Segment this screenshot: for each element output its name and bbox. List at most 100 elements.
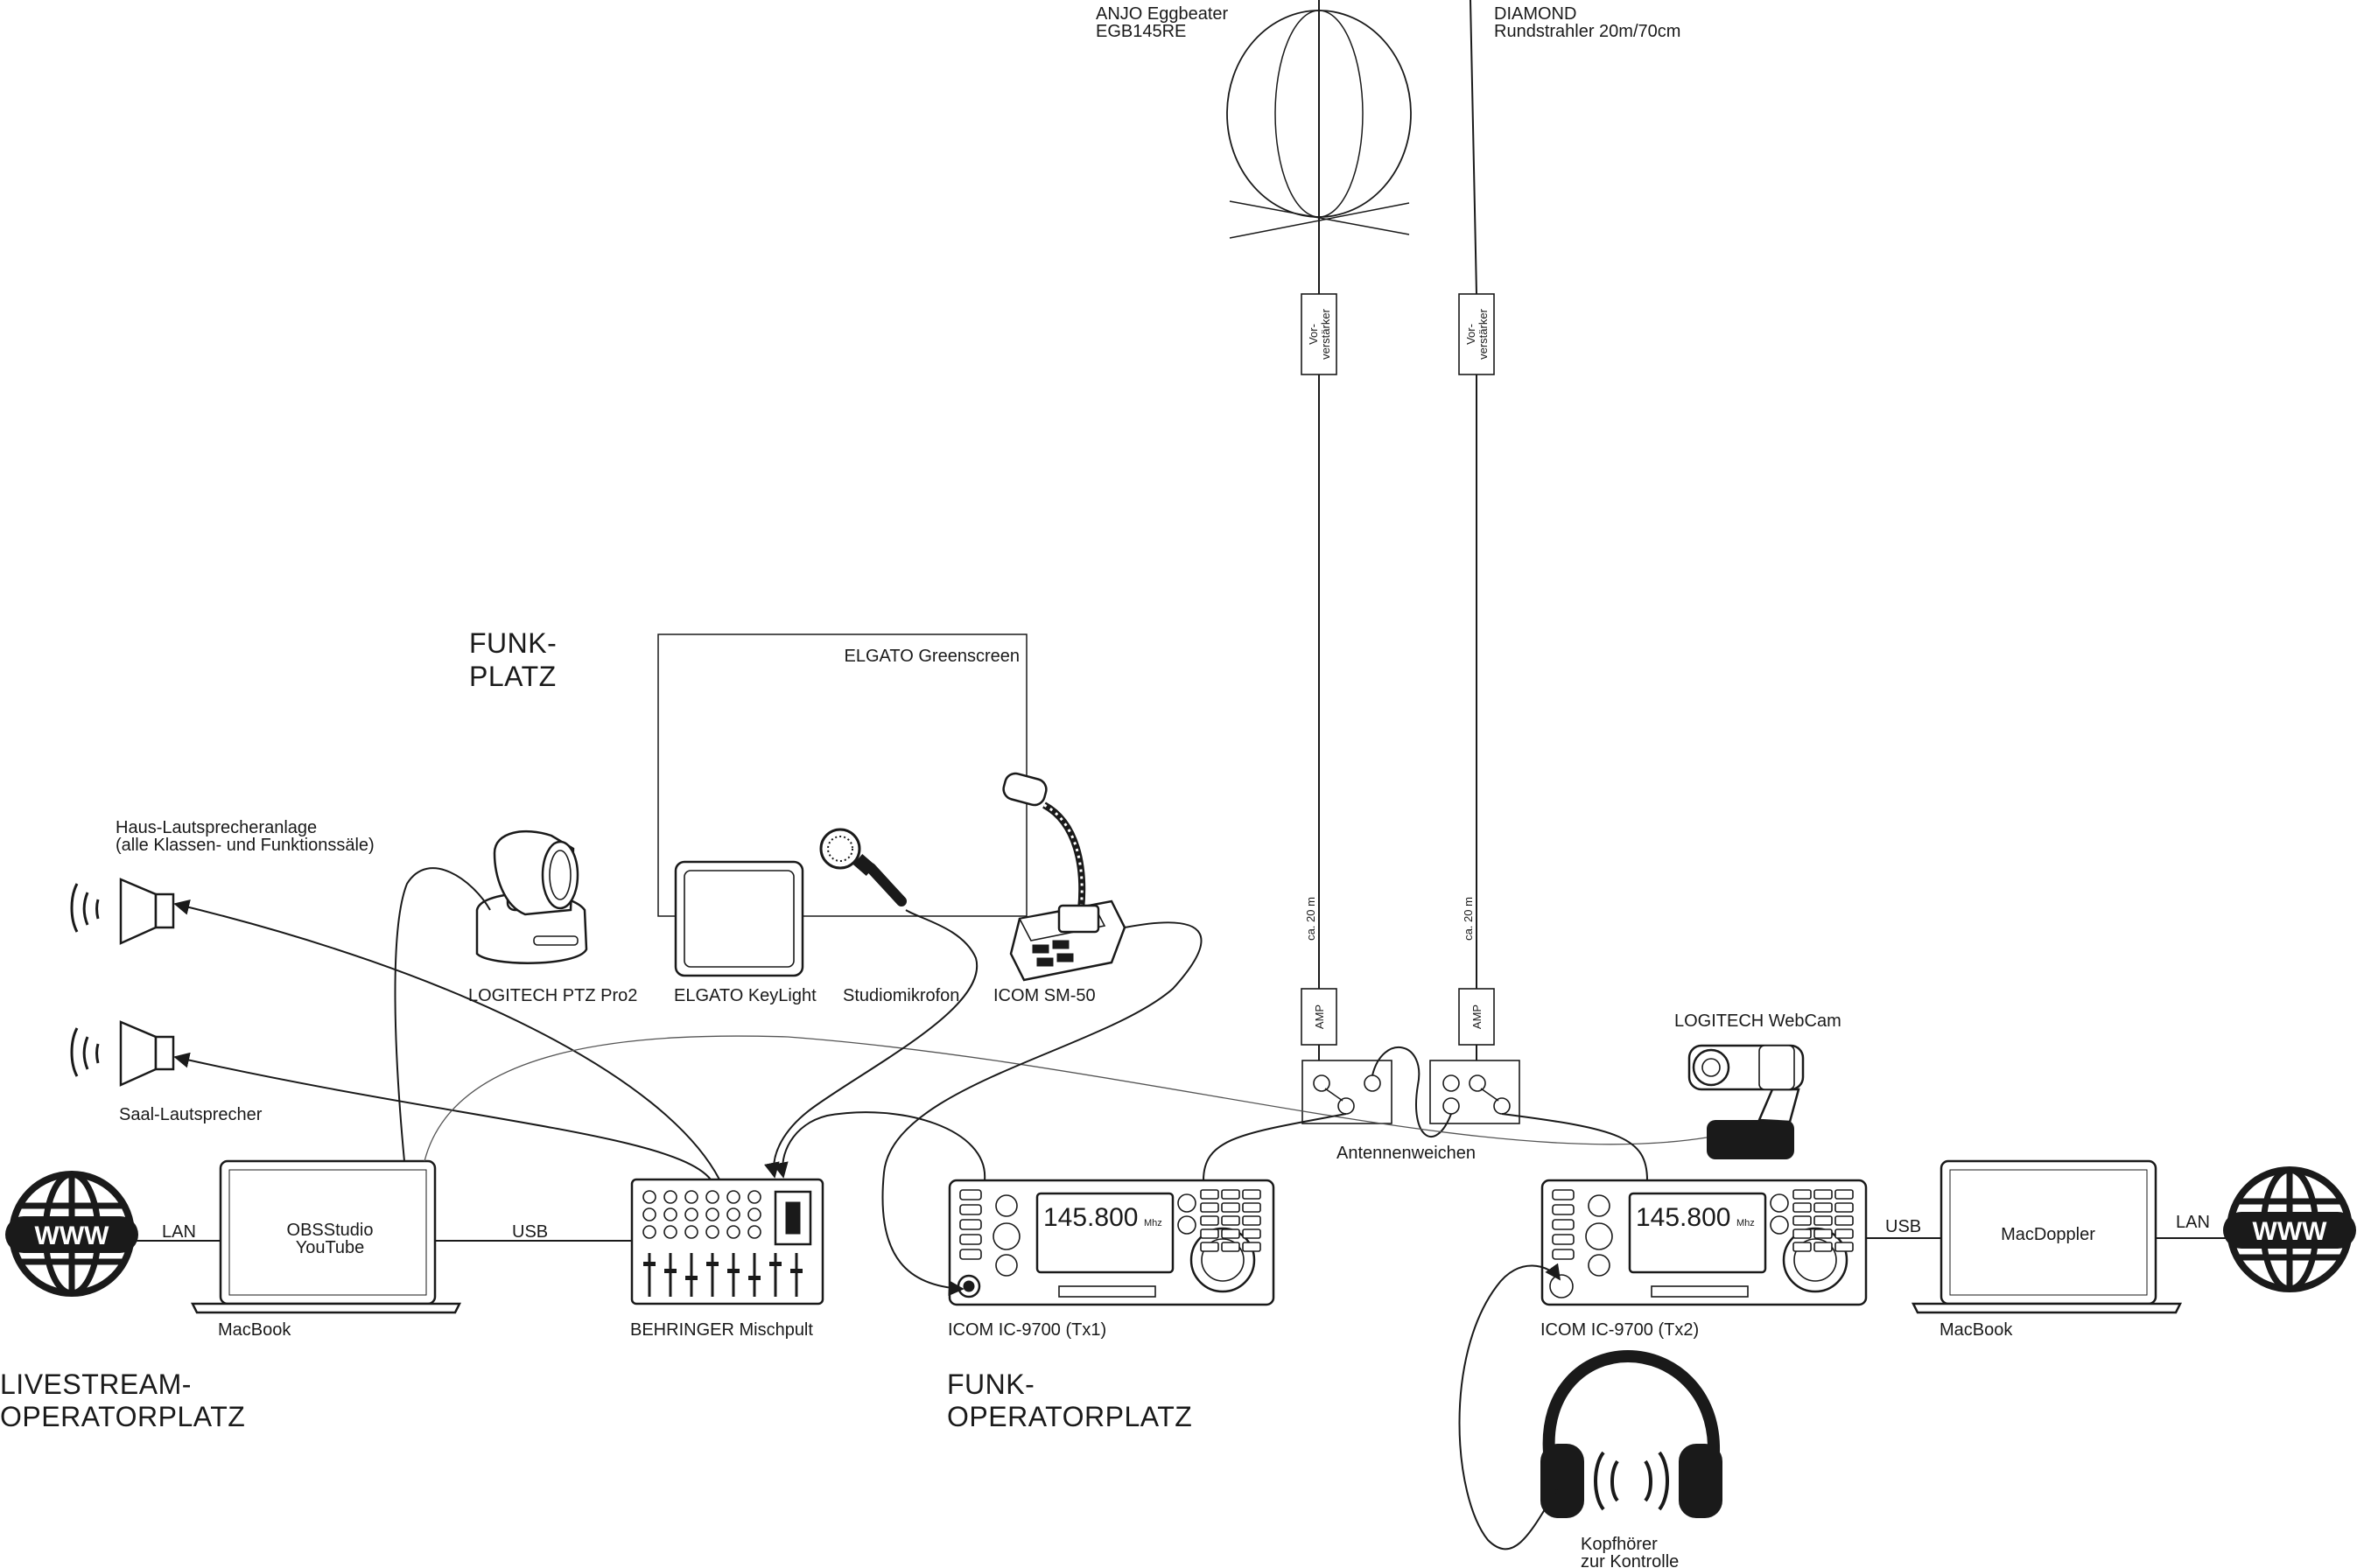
radio-key [1200,1202,1219,1213]
radio-key [1242,1215,1261,1226]
mixer-knob [726,1225,740,1239]
radio-key [1834,1189,1854,1200]
preamp-right-label-2: verstärker [1477,308,1490,359]
headphones [1540,1349,1722,1518]
radio-key [1813,1242,1833,1252]
radio-tx1 [948,1179,1275,1306]
studiomic-label: Studiomikrofon [843,986,959,1005]
radio-button [959,1204,982,1215]
keylight [674,860,804,977]
mixer-knob [642,1208,656,1222]
mixer-knob [663,1208,677,1222]
diplexers-label: Antennenweichen [1336,1144,1476,1163]
mixer-fader [769,1262,782,1266]
radio-button [1552,1189,1575,1200]
mixer-knob [642,1225,656,1239]
macbook-right-label: MacBook [1940,1320,2013,1340]
keylight-label: ELGATO KeyLight [674,986,817,1005]
ptz-camera [475,830,588,964]
radio-key [1792,1215,1812,1226]
desk-microphone [1002,772,1126,982]
studio-microphone [819,828,907,906]
ptz-label: LOGITECH PTZ Pro2 [468,986,637,1005]
preamp-left: Vor- verstärker [1301,293,1337,375]
macbook-left-screen-2: YouTube [296,1238,365,1257]
radio-key [1242,1242,1261,1252]
funkplatz-title-2: PLATZ [469,661,557,692]
house-speaker [70,878,175,945]
radio1-label: ICOM IC-9700 (Tx1) [948,1320,1106,1340]
radio-key [1221,1202,1240,1213]
funk-operator-title-1: FUNK- [947,1368,1035,1400]
radio-button [959,1189,982,1200]
mixer-fader [790,1269,803,1273]
amp-left: AMP [1301,988,1337,1046]
usb-right-label: USB [1885,1217,1921,1236]
funk-operator-title-2: OPERATORPLATZ [947,1401,1192,1432]
radio-key [1792,1202,1812,1213]
lan-right-label: LAN [2176,1213,2210,1232]
mixer-label: BEHRINGER Mischpult [630,1320,813,1340]
macbook-right [1911,1159,2183,1314]
radio-button [959,1219,982,1230]
macbook-right-screen: MacDoppler [2001,1225,2095,1244]
cable-length-right: ca. 20 m [1462,897,1475,941]
radio1-unit: Mhz [1144,1218,1162,1228]
sm50-label: ICOM SM-50 [993,986,1096,1005]
mixer [630,1178,824,1306]
usb-left-label: USB [512,1222,548,1242]
radio-tx2 [1540,1179,1868,1306]
preamp-right: Vor- verstärker [1458,293,1495,375]
macbook-left [190,1159,462,1314]
eggbeater-label-1: ANJO Eggbeater [1096,4,1229,24]
diplexer-right [1429,1060,1520,1124]
radio-key [1221,1242,1240,1252]
radio-button [959,1234,982,1245]
diamond-label-2: Rundstrahler 20m/70cm [1494,22,1680,41]
radio-key [1200,1215,1219,1226]
radio2-unit: Mhz [1736,1218,1755,1228]
amp-right: AMP [1458,988,1495,1046]
diamond-antenna [1470,0,1477,295]
radio-key [1792,1242,1812,1252]
radio-key [1813,1202,1833,1213]
funkplatz-title-1: FUNK- [469,627,557,659]
livestream-title-2: OPERATORPLATZ [0,1401,245,1432]
radio2-label: ICOM IC-9700 (Tx2) [1540,1320,1699,1340]
amp-right-label: AMP [1470,1004,1484,1029]
mixer-knob [705,1190,719,1204]
diamond-label-1: DIAMOND [1494,4,1576,24]
livestream-title-1: LIVESTREAM- [0,1368,192,1400]
mixer-knob [684,1208,698,1222]
house-speaker-label-2: (alle Klassen- und Funktionssäle) [116,836,375,855]
radio-key [1221,1215,1240,1226]
preamp-left-label-1: Vor- [1307,324,1320,345]
www-right-text: WWW [2253,1217,2328,1246]
radio2-frequency: 145.800 [1636,1203,1730,1232]
mixer-knob [642,1190,656,1204]
radio-key [1792,1189,1812,1200]
radio-key [1242,1189,1261,1200]
house-speaker-label-1: Haus-Lautsprecheranlage [116,818,317,837]
hall-speaker-label: Saal-Lautsprecher [119,1105,263,1124]
mixer-fader [685,1276,698,1280]
lan-left-label: LAN [162,1222,196,1242]
cables [173,867,1708,1550]
mixer-knob [663,1225,677,1239]
webcam-label: LOGITECH WebCam [1674,1012,1841,1031]
radio-key [1792,1228,1812,1239]
www-globe-left-icon: WWW [5,1171,138,1297]
radio-button [1552,1219,1575,1230]
radio-button [959,1249,982,1260]
greenscreen-label: ELGATO Greenscreen [845,647,1020,666]
radio-key [1200,1228,1219,1239]
hall-speaker [70,1020,175,1087]
mixer-fader [643,1262,656,1266]
radio-key [1834,1202,1854,1213]
radio-key [1242,1228,1261,1239]
mixer-knob [684,1225,698,1239]
radio-button [1552,1234,1575,1245]
mixer-knob [705,1208,719,1222]
radio-key [1221,1228,1240,1239]
radio-key [1834,1228,1854,1239]
